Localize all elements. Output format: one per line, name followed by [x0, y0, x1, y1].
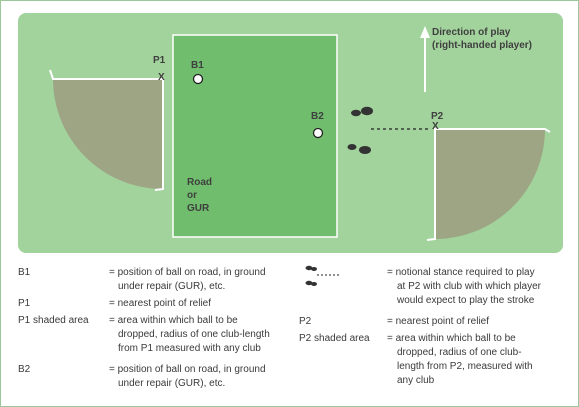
road-label-line1: Road	[187, 177, 212, 188]
p1-label: P1	[153, 55, 166, 66]
p1-area-edge	[49, 69, 164, 191]
road-label-line2: or	[187, 190, 197, 201]
p2-x-mark: X	[432, 121, 439, 132]
p1-x-mark: X	[158, 72, 165, 83]
b2-label: B2	[311, 111, 324, 122]
p1-shaded-area	[53, 79, 163, 189]
direction-arrow-head	[420, 26, 430, 38]
p2-area-edge	[426, 128, 551, 241]
road-label-line3: GUR	[187, 203, 210, 214]
road-gur-area	[172, 34, 338, 238]
b2-ball	[312, 127, 324, 139]
b1-ball	[192, 73, 204, 85]
p2-shaded-area	[435, 129, 545, 239]
stance-footprints-icon	[347, 106, 373, 154]
direction-label: Direction of play	[432, 27, 511, 38]
p2-label: P2	[431, 111, 444, 122]
b1-label: B1	[191, 60, 204, 71]
legend-footprints-icon	[305, 265, 317, 286]
direction-sublabel: (right-handed player)	[432, 40, 532, 51]
